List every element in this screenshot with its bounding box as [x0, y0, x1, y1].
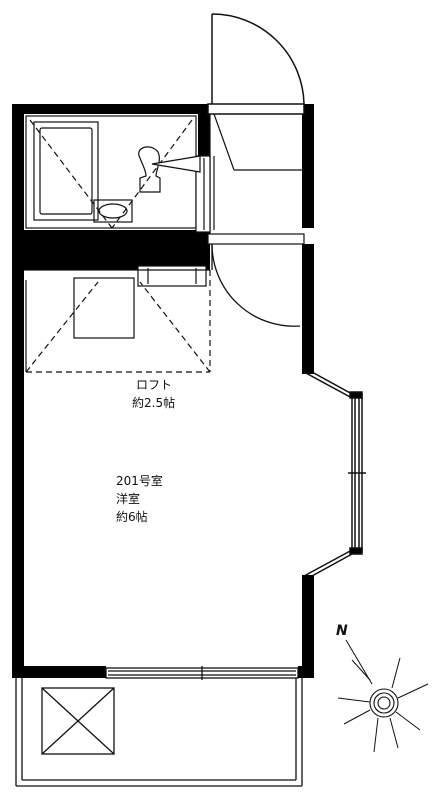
room-door	[211, 243, 301, 327]
loft-ladder	[73, 277, 135, 339]
balcony-window	[105, 666, 299, 680]
kitchen	[137, 265, 207, 287]
wall-entrance-right-mid	[302, 244, 314, 324]
room-number-label: 201号室	[116, 474, 163, 488]
wall-bottom-left	[12, 666, 106, 678]
wall-left	[12, 104, 24, 678]
wall-bath-right	[198, 104, 210, 156]
wall-closet-band	[12, 242, 210, 270]
wall-top	[12, 104, 210, 114]
walls	[12, 104, 314, 678]
compass-north-label: N	[336, 623, 348, 639]
balcony	[15, 678, 303, 787]
bathtub	[33, 121, 99, 221]
wall-entrance-right-top	[302, 104, 314, 228]
room-area-label: 約6帖	[116, 510, 148, 524]
genkan	[207, 113, 305, 245]
washbasin	[93, 199, 133, 223]
room-type-label: 洋室	[116, 492, 141, 506]
bay-window	[303, 371, 366, 577]
unit-bath	[25, 115, 211, 233]
loft-name-label: ロフト	[136, 378, 173, 392]
wall-right-upper	[302, 324, 314, 374]
loft-area-label: 約2.5帖	[132, 396, 176, 410]
ac-outdoor-unit	[41, 687, 115, 755]
wall-right-lower	[302, 575, 314, 678]
wall-bath-bottom	[12, 230, 210, 242]
toilet	[138, 146, 161, 193]
loft-area	[24, 269, 211, 373]
wall-bottom-right	[298, 666, 314, 678]
entrance-door	[207, 13, 305, 115]
compass-rose	[337, 639, 429, 753]
